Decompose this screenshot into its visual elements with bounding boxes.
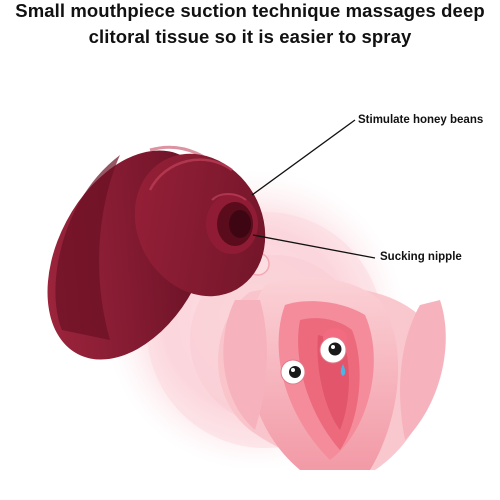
cartoon-eye-right [319,336,347,376]
caption-line-2: clitoral tissue so it is easier to spray [88,26,412,47]
anatomy-illustration [218,277,446,470]
leader-line-stimulate [251,119,356,196]
cartoon-eye-left [280,359,306,385]
caption-block: Small mouthpiece suction technique massa… [0,0,500,48]
label-stimulate: Stimulate honey beans [358,114,484,126]
leader-line-sucking [252,234,376,259]
suction-device-illustration [47,145,266,360]
caption-line-1: Small mouthpiece suction technique massa… [15,0,485,21]
label-sucking-nipple: Sucking nipple [380,251,462,263]
